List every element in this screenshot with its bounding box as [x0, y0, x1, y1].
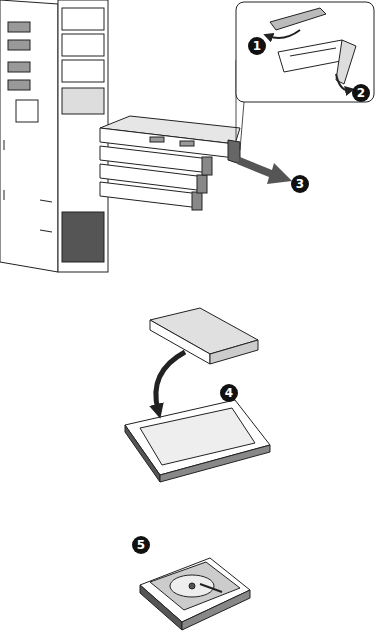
assembled-tray — [140, 558, 250, 630]
server-chassis — [0, 0, 108, 272]
tray-rail — [160, 445, 270, 482]
vent-mark — [4, 190, 5, 200]
tray-slot — [180, 141, 194, 146]
release-latch — [270, 8, 326, 30]
vent-mark — [40, 200, 52, 202]
drive-bay — [62, 8, 104, 30]
tray-front — [278, 40, 346, 72]
tray-slot — [150, 137, 164, 142]
detail-inset — [236, 2, 374, 150]
tray-rail — [125, 425, 160, 482]
vent-mark — [4, 140, 5, 150]
connector — [8, 80, 30, 90]
vent-mark — [40, 230, 52, 232]
tray-handle — [197, 175, 207, 193]
tray-handle — [228, 140, 240, 164]
connector — [8, 62, 30, 72]
leader-line — [240, 102, 244, 150]
front-grille — [62, 212, 104, 262]
pull-arrow — [237, 157, 292, 184]
drive-install — [125, 308, 270, 482]
side-window — [16, 100, 38, 122]
callout-number: 4 — [220, 384, 238, 402]
head-arm — [200, 584, 222, 592]
drive-bay — [62, 60, 104, 82]
hdd-trays — [100, 116, 240, 210]
drive-bay — [62, 34, 104, 56]
connector — [8, 22, 30, 32]
drive-bay — [62, 88, 104, 114]
insert-arrow — [156, 352, 185, 410]
motion-arrow — [336, 74, 350, 90]
tray-handle — [202, 157, 212, 175]
hard-drive — [150, 562, 240, 610]
callout-number: 3 — [291, 175, 309, 193]
tray-handle — [192, 192, 202, 210]
motion-arrow — [268, 30, 300, 38]
callout-number: 1 — [248, 37, 266, 55]
connector — [8, 40, 30, 50]
side-panel — [0, 0, 58, 272]
hdd-tray — [140, 558, 250, 622]
hard-drive — [210, 340, 258, 364]
tray-detail — [290, 48, 336, 56]
hdd-tray — [100, 128, 235, 158]
callout-number: 2 — [352, 84, 370, 102]
release-lever — [336, 40, 356, 84]
inset-frame — [236, 2, 374, 102]
callout-number: 5 — [132, 536, 150, 554]
spindle — [189, 583, 195, 589]
